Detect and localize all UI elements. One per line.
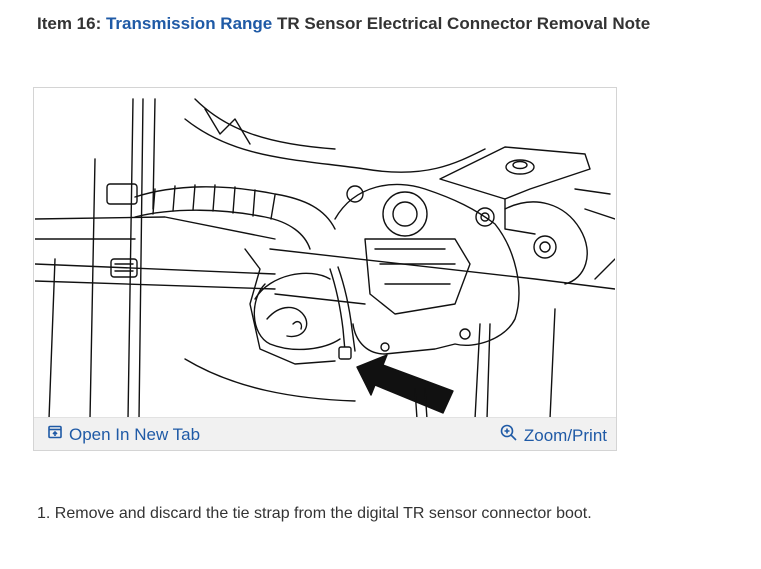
tr-sensor-connector-illustration[interactable] <box>35 89 615 419</box>
diagram-figure: Open In New Tab Zoom/Print <box>33 87 617 451</box>
title-prefix: Item 16: <box>37 14 106 33</box>
transmission-range-link[interactable]: Transmission Range <box>105 14 273 33</box>
step-text: Remove and discard the tie strap from th… <box>54 505 592 522</box>
open-in-new-tab-label: Open In New Tab <box>69 424 201 444</box>
zoom-in-icon <box>500 424 524 447</box>
step-item: 1. Remove and discard the tie strap from… <box>37 505 592 523</box>
page-title: Item 16: Transmission Range TR Sensor El… <box>37 14 650 34</box>
step-number: 1. <box>37 505 51 522</box>
title-suffix: TR Sensor Electrical Connector Removal N… <box>272 14 651 33</box>
open-in-new-tab-link[interactable]: Open In New Tab <box>47 424 200 445</box>
open-in-new-tab-icon <box>47 424 69 445</box>
zoom-print-label: Zoom/Print <box>523 425 607 445</box>
figure-toolbar: Open In New Tab Zoom/Print <box>34 417 616 450</box>
zoom-print-link[interactable]: Zoom/Print <box>500 424 607 447</box>
